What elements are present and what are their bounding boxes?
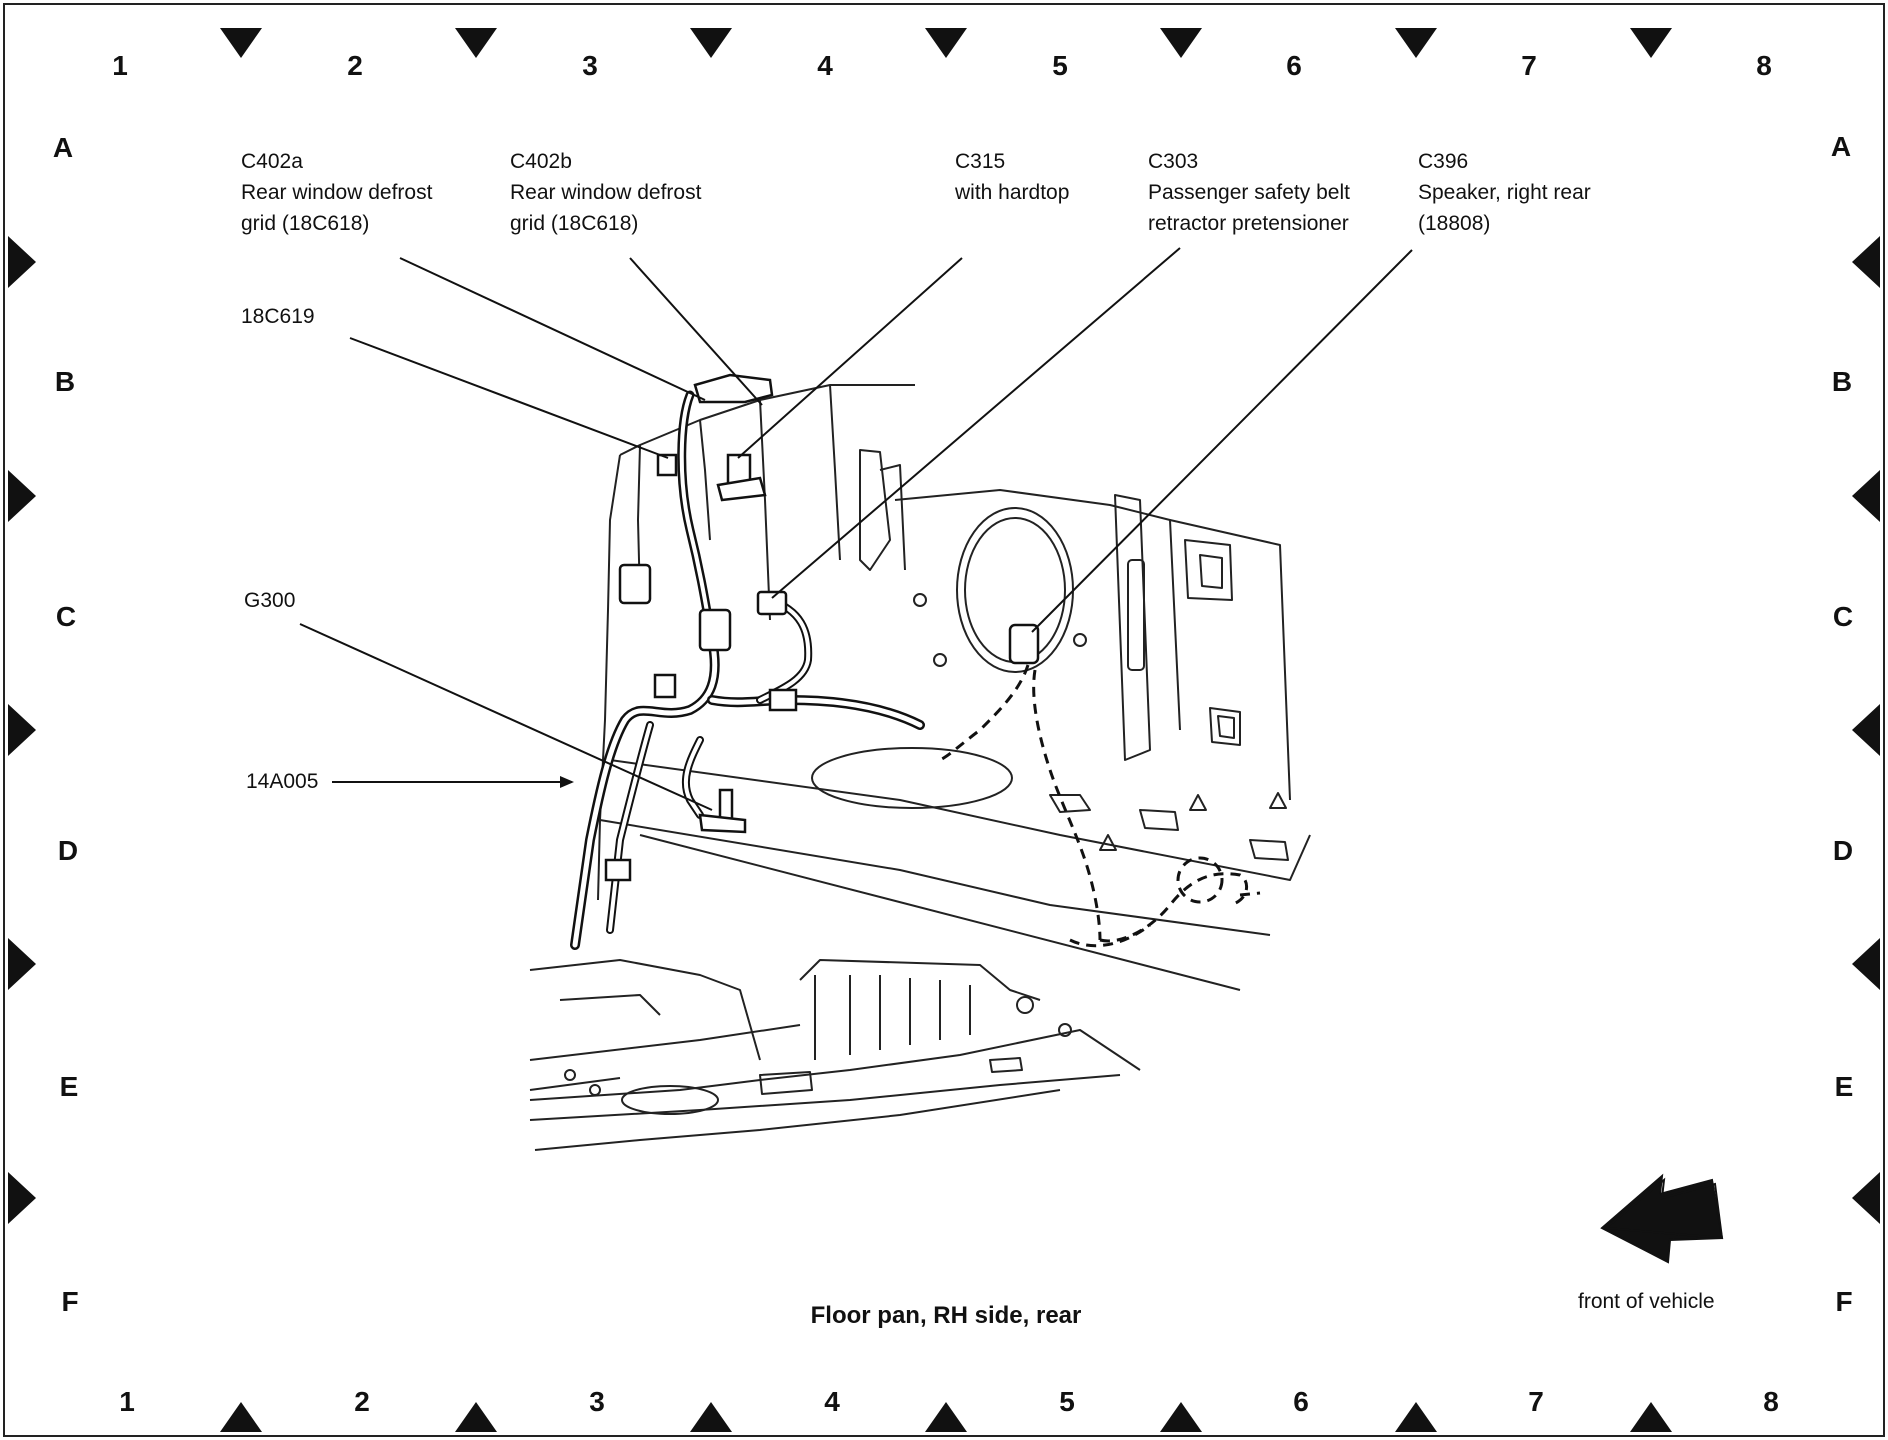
diagram-title: Floor pan, RH side, rear	[810, 1302, 1082, 1329]
col-label-top-5: 5	[1052, 50, 1068, 81]
row-label-right-f: F	[1835, 1286, 1853, 1317]
callout-14a005: 14A005	[246, 766, 318, 797]
front-of-vehicle-label: front of vehicle	[1578, 1290, 1715, 1313]
callout-18c619-code: 18C619	[241, 305, 315, 328]
callout-c303: C303 Passenger safety belt retractor pre…	[1148, 146, 1350, 239]
optional-harness-dashed	[939, 664, 1261, 948]
col-label-top-6: 6	[1286, 50, 1302, 81]
callout-c402b-line-1: Rear window defrost	[510, 181, 702, 204]
bottom-border-markers	[220, 1402, 1672, 1432]
callout-18c619: 18C619	[241, 301, 315, 332]
callout-c396-code: C396	[1418, 150, 1469, 173]
callout-c303-line-2: retractor pretensioner	[1148, 212, 1349, 235]
row-label-left-a: A	[52, 132, 74, 163]
col-label-bottom-3: 3	[589, 1386, 605, 1417]
callout-c402a-code: C402a	[241, 150, 303, 173]
callout-c402a: C402a Rear window defrost grid (18C618)	[241, 146, 432, 239]
callout-c303-line-1: Passenger safety belt	[1148, 181, 1350, 204]
callout-c402b-line-2: grid (18C618)	[510, 212, 639, 235]
callout-g300: G300	[244, 585, 295, 616]
row-label-right-b: B	[1831, 366, 1853, 397]
col-label-top-8: 8	[1756, 50, 1772, 81]
col-label-bottom-5: 5	[1059, 1386, 1075, 1417]
col-label-top-7: 7	[1521, 50, 1537, 81]
callout-c402a-line-2: grid (18C618)	[241, 212, 370, 235]
row-label-left-c: C	[55, 601, 77, 632]
col-label-bottom-8: 8	[1763, 1386, 1779, 1417]
callout-c402b: C402b Rear window defrost grid (18C618)	[510, 146, 701, 239]
col-label-bottom-6: 6	[1293, 1386, 1309, 1417]
col-label-top-1: 1	[112, 50, 128, 81]
callout-g300-code: G300	[244, 589, 296, 612]
leader-lines	[299, 247, 1413, 811]
front-of-vehicle-arrow	[1600, 1173, 1724, 1264]
top-border-markers	[220, 28, 1672, 58]
callout-c402a-line-1: Rear window defrost	[241, 181, 433, 204]
col-label-bottom-1: 1	[119, 1386, 135, 1417]
row-label-left-b: B	[54, 366, 76, 397]
row-label-right-c: C	[1832, 601, 1854, 632]
col-label-top-3: 3	[582, 50, 598, 81]
callout-c402b-code: C402b	[510, 150, 572, 173]
row-label-right-e: E	[1834, 1071, 1854, 1102]
col-label-bottom-2: 2	[354, 1386, 370, 1417]
left-border-markers	[8, 236, 36, 1224]
col-label-top-2: 2	[347, 50, 363, 81]
row-label-left-e: E	[59, 1071, 79, 1102]
callout-c315-code: C315	[955, 150, 1006, 173]
col-label-bottom-7: 7	[1528, 1386, 1544, 1417]
col-label-top-4: 4	[817, 50, 833, 81]
callout-c315-line-1: with hardtop	[955, 181, 1070, 204]
row-label-left-d: D	[57, 835, 79, 866]
callout-c315: C315 with hardtop	[955, 146, 1069, 208]
callout-c303-code: C303	[1148, 150, 1199, 173]
callout-c396-line-2: (18808)	[1418, 212, 1491, 235]
row-label-right-d: D	[1832, 835, 1854, 866]
callout-c396-line-1: Speaker, right rear	[1418, 181, 1591, 204]
row-label-right-a: A	[1830, 131, 1852, 162]
floor-pan-outline	[529, 384, 1311, 1151]
row-label-left-f: F	[61, 1286, 79, 1317]
col-label-bottom-4: 4	[824, 1386, 840, 1417]
callout-14a005-code: 14A005	[246, 770, 319, 793]
right-border-markers	[1852, 236, 1880, 1224]
callout-c396: C396 Speaker, right rear (18808)	[1418, 146, 1591, 239]
